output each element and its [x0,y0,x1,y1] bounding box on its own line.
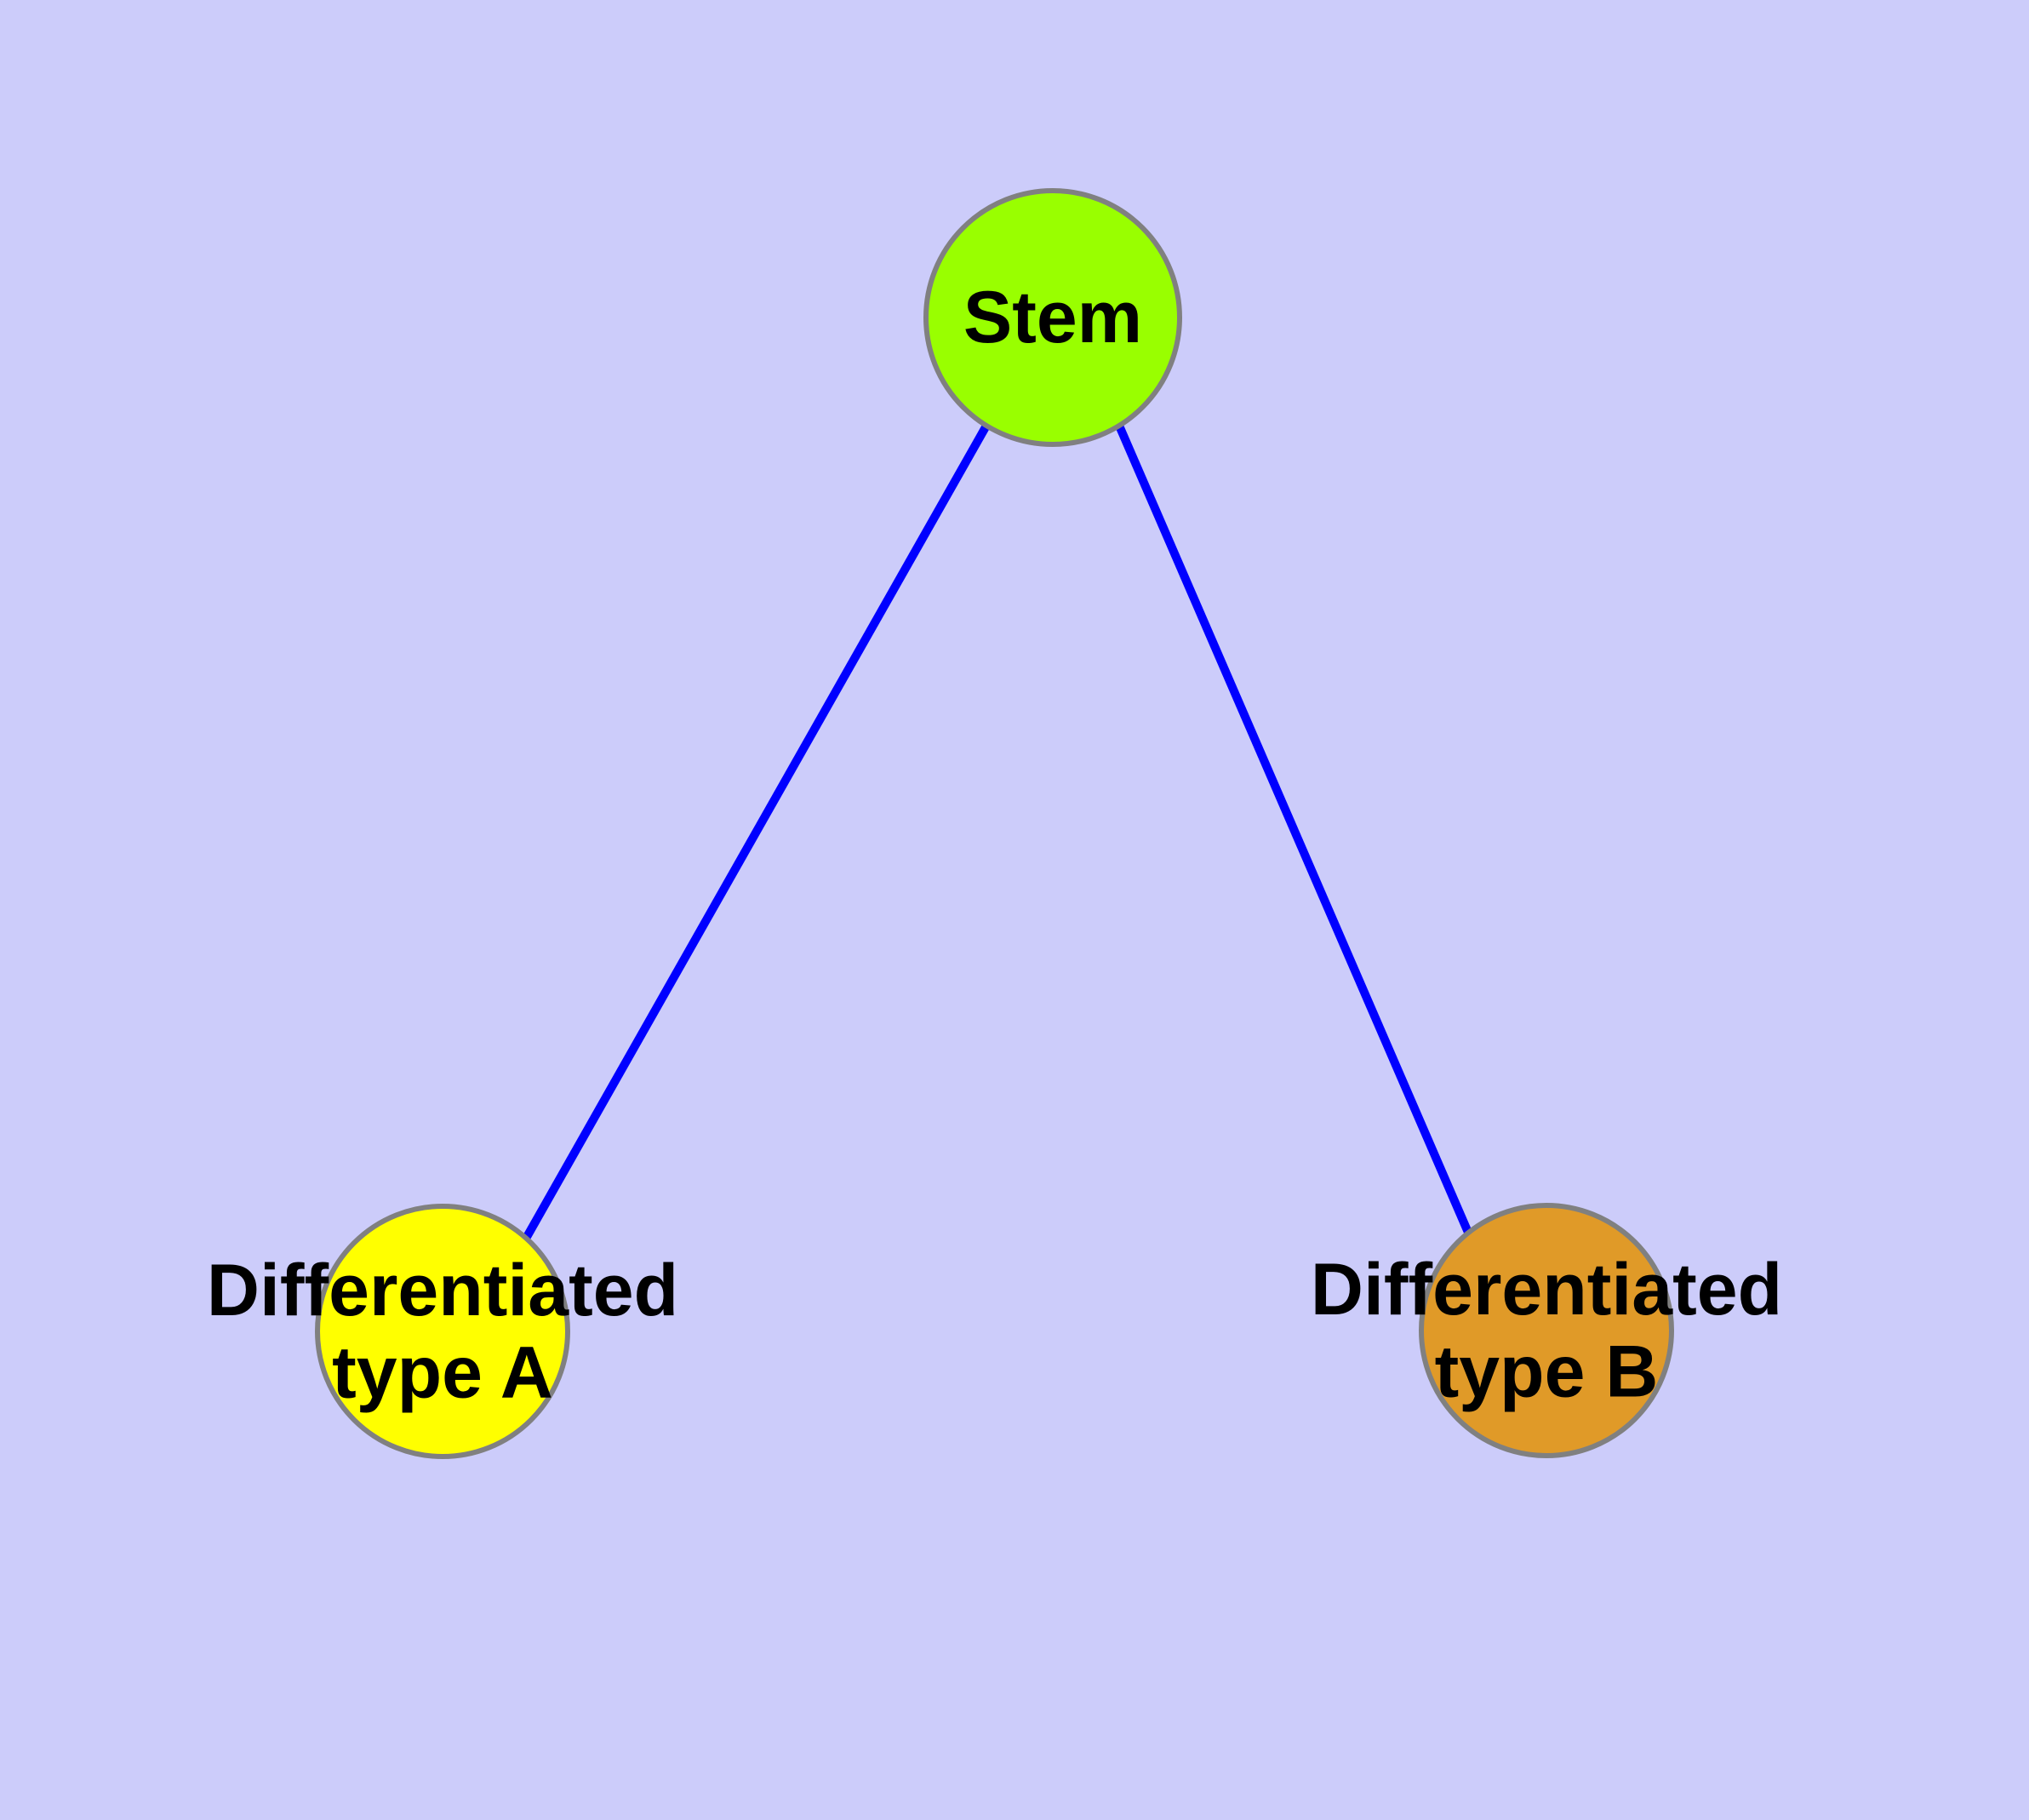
label-line: type B [1435,1331,1659,1412]
label-line: Differentiated [1311,1249,1782,1331]
nodes-layer [315,188,1674,1459]
graph-node-stem[interactable] [923,188,1182,447]
edges-layer [523,423,1473,1239]
graph-node-label-stem: Stem [963,277,1142,358]
graph-edge-stem-to-diff-b[interactable] [1115,424,1473,1236]
graph-edge-stem-to-diff-a[interactable] [523,423,991,1239]
label-line: Stem [963,277,1142,358]
label-line: type A [332,1331,553,1413]
graph-node-diff-a[interactable] [315,1204,570,1459]
label-line: Differentiated [207,1250,678,1331]
graph-node-diff-b[interactable] [1419,1203,1674,1458]
